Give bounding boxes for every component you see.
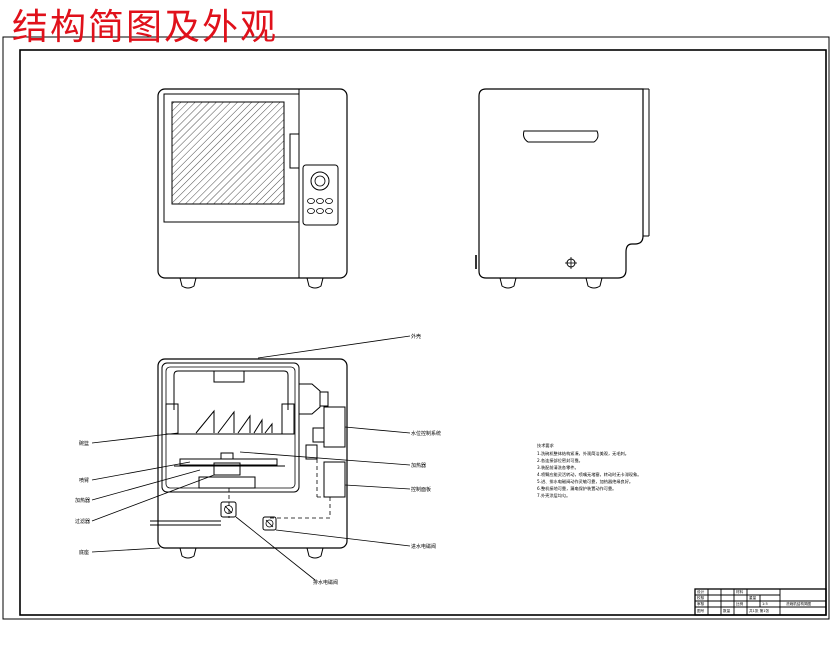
tb-sheet: 共1张 第1张 — [749, 608, 769, 613]
label-water-level: 水位控制系统 — [411, 430, 441, 437]
section-view — [150, 358, 348, 559]
label-heater-right: 加热器 — [411, 462, 426, 469]
tb-drawing-name: 洗碗机结构简图 — [786, 601, 812, 606]
note-line: 7.外壳涂层均匀。 — [537, 492, 570, 499]
tb-scale-label: 比例 — [736, 601, 744, 606]
sheet-border — [2, 36, 830, 620]
tb-scale: 1:5 — [762, 602, 768, 606]
label-basket: 碗篮 — [79, 440, 89, 447]
label-base: 底座 — [79, 549, 89, 556]
note-line: 4.喷臂应能灵活转动，喷嘴无堵塞，转动时无卡滞现象。 — [537, 471, 642, 478]
leader-lines — [91, 335, 411, 581]
note-line: 2.各连接部位密封可靠。 — [537, 457, 583, 464]
title-block: 设计 校核 审核 比例 1:5 重量 材料 图号 数量 共1张 第1张 洗碗机结… — [694, 588, 827, 616]
note-line: 5.进、排水电磁阀动作灵敏可靠，加热器绝缘良好。 — [537, 478, 633, 485]
page-title: 结构简图及外观 — [12, 7, 279, 48]
notes-heading: 技术要求 — [537, 442, 555, 449]
label-spray-arm: 喷臂 — [79, 477, 89, 484]
label-drain-valve: 排水电磁阀 — [313, 579, 338, 586]
tb-quantity: 数量 — [723, 608, 731, 613]
tb-design: 设计 — [697, 589, 705, 594]
tb-weight: 重量 — [749, 595, 757, 600]
label-shell: 外壳 — [411, 333, 421, 340]
side-view — [475, 88, 650, 289]
tb-material: 材料 — [736, 589, 744, 594]
technical-notes: 技术要求 1.洗碗机整体结构紧凑，外观简洁美观，无毛刺。 2.各连接部位密封可靠… — [537, 442, 642, 499]
tb-check: 校核 — [697, 595, 705, 600]
label-inlet-valve: 进水电磁阀 — [411, 543, 436, 550]
note-line: 3.装配前清洗各零件。 — [537, 464, 579, 471]
tb-review: 审核 — [697, 601, 705, 606]
note-line: 1.洗碗机整体结构紧凑，外观简洁美观，无毛刺。 — [537, 450, 629, 457]
note-line: 6.整机接地可靠，漏电保护装置动作可靠。 — [537, 485, 616, 492]
label-filter: 过滤器 — [75, 518, 90, 525]
label-control-panel: 控制面板 — [411, 486, 431, 493]
tb-drawing-no: 图号 — [697, 608, 705, 613]
front-view — [157, 88, 348, 289]
label-heater-left: 加热器 — [75, 497, 90, 504]
callout-labels: 外壳 碗篮 喷臂 加热器 过滤器 底座 水位控制系统 加热器 控制面板 排水电磁… — [75, 333, 441, 586]
